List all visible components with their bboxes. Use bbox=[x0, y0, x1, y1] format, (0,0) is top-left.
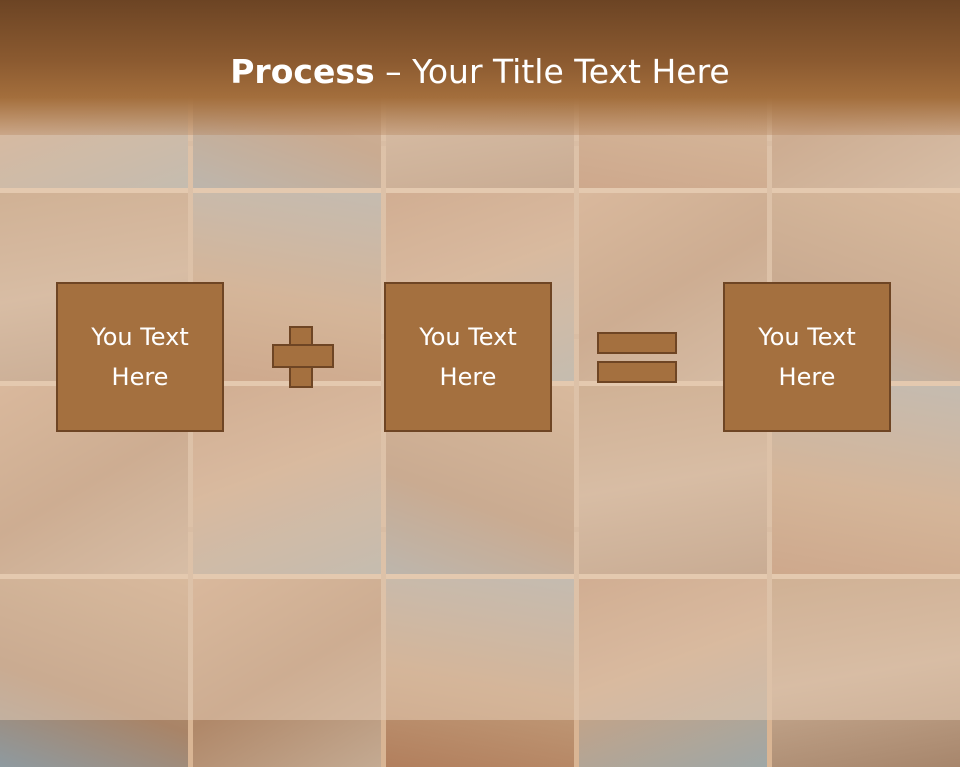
process-box-1: You Text Here bbox=[56, 282, 224, 432]
process-box-result: You Text Here bbox=[723, 282, 891, 432]
process-box-text: You Text Here bbox=[737, 317, 877, 397]
title-bold: Process bbox=[230, 52, 375, 91]
process-box-line1: You Text bbox=[758, 323, 856, 351]
plus-icon-center bbox=[291, 346, 311, 366]
title-bar: Process – Your Title Text Here bbox=[0, 0, 960, 135]
process-box-text: You Text Here bbox=[70, 317, 210, 397]
equals-icon-bottom-bar bbox=[597, 361, 677, 383]
title-rest: – Your Title Text Here bbox=[374, 52, 730, 91]
process-box-line2: Here bbox=[439, 363, 497, 391]
process-box-text: You Text Here bbox=[398, 317, 538, 397]
process-box-line1: You Text bbox=[91, 323, 189, 351]
process-box-line1: You Text bbox=[419, 323, 517, 351]
equals-icon-top-bar bbox=[597, 332, 677, 354]
slide-title: Process – Your Title Text Here bbox=[0, 52, 960, 91]
process-box-line2: Here bbox=[778, 363, 836, 391]
process-box-line2: Here bbox=[111, 363, 169, 391]
process-box-2: You Text Here bbox=[384, 282, 552, 432]
